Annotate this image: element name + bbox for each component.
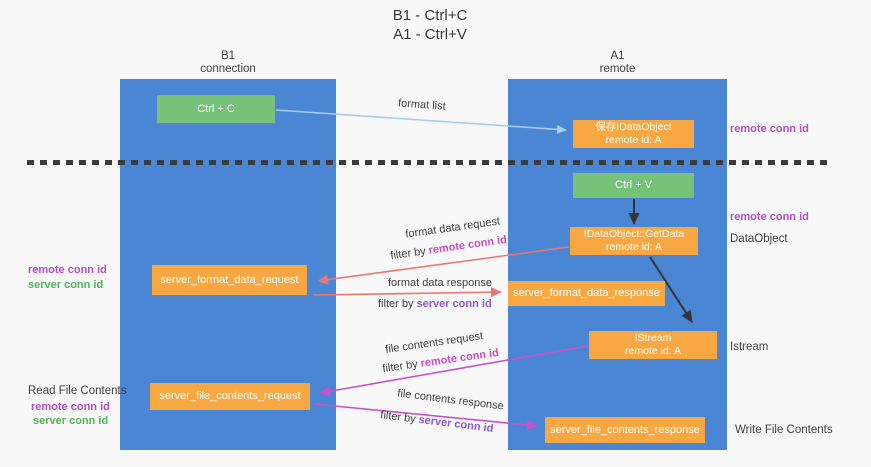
getdata-box: IDataObject::GetData remote id: A [570,227,698,255]
format-request-filter-value: remote conn id [427,233,508,257]
file-request-filter-value: remote conn id [419,346,500,370]
server-file-contents-request-label: server_file_contents_request [159,390,301,402]
title-line-2: A1 - Ctrl+V [393,26,467,43]
getdata-line1: IDataObject::GetData [583,228,685,240]
right-column-name: A1 [610,50,625,62]
server-conn-id-left-1-label: server conn id [28,279,104,291]
istream-box: IStream remote id: A [589,331,717,359]
format-request-filter-prefix: filter by [389,245,427,263]
getdata-line2: remote id: A [605,241,663,253]
istream-line1: IStream [634,332,672,344]
diagram-title: B1 - Ctrl+C A1 - Ctrl+V [280,6,580,44]
istream-side-label: Istream [730,341,769,353]
format-data-response-arrow [313,287,502,298]
ctrl-v-label: Ctrl + V [615,179,652,191]
write-file-contents-label: Write File Contents [735,424,833,436]
ctrl-c-box: Ctrl + C [157,95,275,123]
server-format-data-response-label: server_format_data_response [513,287,660,299]
format-list-label: format list [397,97,447,113]
server-format-data-request-label: server_format_data_request [160,273,299,286]
left-column-header: B1 connection [120,50,336,76]
title-line-1: B1 - Ctrl+C [392,7,468,24]
remote-conn-id-left-2-label: remote conn id [31,401,110,413]
saved-idataobject-line2: remote id: A [605,134,662,146]
file-request-filter-prefix: filter by [381,358,419,376]
remote-conn-id-top-right-label: remote conn id [730,123,809,135]
saved-idataobject-box: 保存IDataObject remote id: A [573,120,694,148]
right-column-subtitle: remote [599,63,636,75]
remote-conn-id-mid-right-label: remote conn id [730,211,809,223]
server-file-contents-request-box: server_file_contents_request [150,383,310,410]
server-conn-id-left-2-label: server conn id [33,415,109,427]
saved-idataobject-line1: 保存IDataObject [595,121,672,133]
ctrl-c-label: Ctrl + C [197,102,235,115]
server-format-data-response-box: server_format_data_response [508,281,665,306]
file-contents-response-label: file contents response [396,387,505,413]
format-data-response-label: format data response [388,277,492,289]
server-format-data-request-box: server_format_data_request [152,265,307,295]
left-column-name: B1 [220,50,236,62]
remote-conn-id-left-1-label: remote conn id [28,264,107,276]
server-file-contents-response-box: server_file_contents_response [545,417,705,443]
file-response-filter-value: server conn id [417,413,494,435]
server-file-contents-response-label: server_file_contents_response [550,423,700,436]
file-response-filter-prefix: filter by [379,409,417,426]
istream-line2: remote id: A [624,345,682,357]
left-column-subtitle: connection [200,63,256,75]
ctrl-v-box: Ctrl + V [573,173,694,198]
format-response-filter-value: server conn id [416,298,492,310]
read-file-contents-label: Read File Contents [28,385,127,397]
dataobject-label: DataObject [730,233,788,245]
format-response-filter-prefix: filter by [378,298,414,310]
session-divider-line [27,160,833,165]
right-column-header: A1 remote [508,50,727,76]
